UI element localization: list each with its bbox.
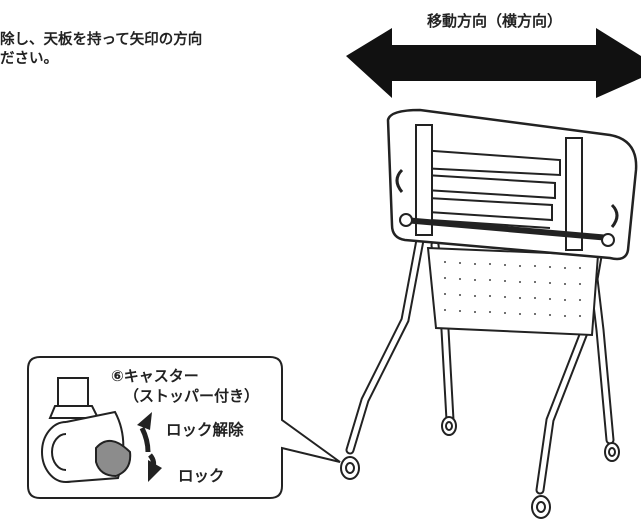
lock-label: ロック bbox=[178, 467, 225, 485]
modesty-panel bbox=[426, 246, 600, 337]
caster-title-label: ⑥キャスター bbox=[111, 367, 199, 385]
caster-stopper-label: （ストッパー付き） bbox=[124, 387, 260, 405]
double-arrow-icon bbox=[346, 28, 641, 98]
stopper-pedal bbox=[95, 440, 132, 478]
unlock-label: ロック解除 bbox=[166, 421, 244, 439]
caster-detail bbox=[41, 377, 132, 483]
movement-direction-label: 移動方向（横方向） bbox=[427, 12, 563, 30]
instruction-line-1: 除し、天板を持って矢印の方向 bbox=[0, 32, 203, 48]
caster-wheel-icon bbox=[340, 416, 620, 519]
instruction-line-2: ださい。 bbox=[0, 51, 58, 67]
rotation-arrows bbox=[137, 412, 162, 482]
instruction-text: 除し、天板を持って矢印の方向ださい。 bbox=[0, 31, 202, 69]
